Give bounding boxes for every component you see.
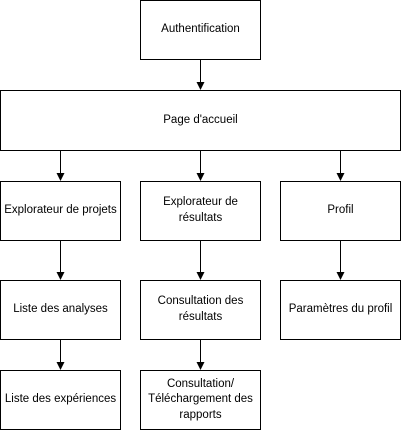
project-explorer-node: Explorateur de projets bbox=[0, 181, 121, 241]
profile-node: Profil bbox=[280, 181, 401, 241]
home-page-node: Page d'accueil bbox=[0, 90, 401, 151]
profile-settings-node: Paramètres du profil bbox=[280, 280, 401, 340]
authentication-node: Authentification bbox=[140, 0, 261, 60]
results-consultation-node: Consultation des résultats bbox=[140, 280, 261, 340]
reports-download-node: Consultation/ Téléchargement des rapport… bbox=[140, 370, 261, 430]
experiments-list-node: Liste des expériences bbox=[0, 370, 121, 430]
analyses-list-node: Liste des analyses bbox=[0, 280, 121, 340]
results-explorer-node: Explorateur de résultats bbox=[140, 181, 261, 241]
